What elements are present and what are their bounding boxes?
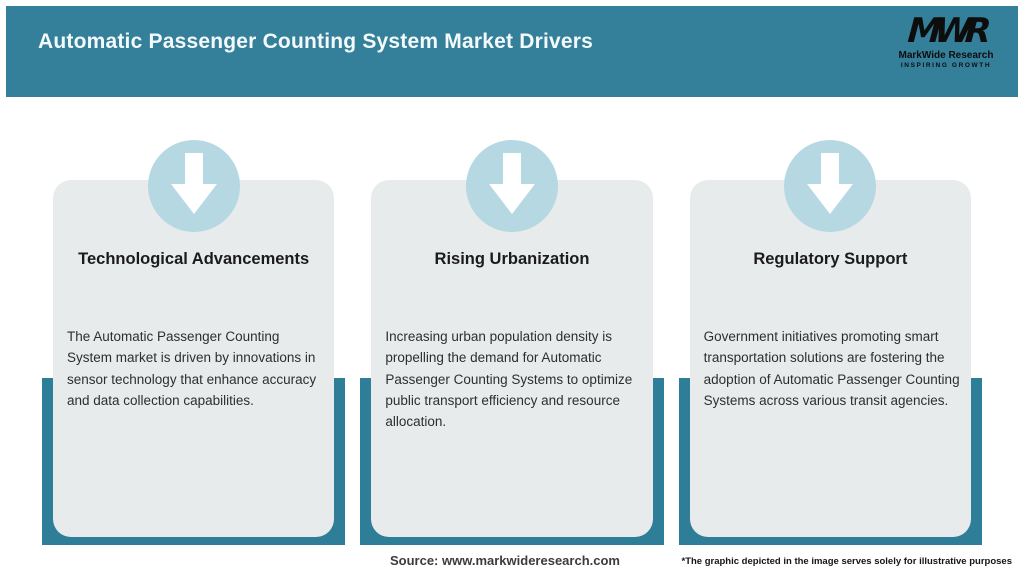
driver-card-rising-urbanization: Rising Urbanization Increasing urban pop… xyxy=(360,140,664,545)
card-title: Rising Urbanization xyxy=(434,250,590,268)
driver-card-regulatory-support: Regulatory Support Government initiative… xyxy=(678,140,982,545)
logo-company-name: MarkWide Research xyxy=(898,50,994,61)
source-attribution: Source: www.markwideresearch.com xyxy=(389,553,620,568)
drivers-row: Technological Advancements The Automatic… xyxy=(42,140,982,545)
header-band: Automatic Passenger Counting System Mark… xyxy=(6,6,1018,97)
card-panel: Technological Advancements The Automatic… xyxy=(53,180,335,537)
card-description: The Automatic Passenger Counting System … xyxy=(67,329,317,408)
markwide-logo: MWR MarkWide Research INSPIRING GROWTH xyxy=(886,11,1006,70)
down-arrow-icon xyxy=(147,140,240,232)
card-title: Technological Advancements xyxy=(78,250,310,268)
page-title: Automatic Passenger Counting System Mark… xyxy=(38,30,593,53)
down-arrow-icon xyxy=(465,140,558,232)
down-arrow-icon xyxy=(784,140,877,232)
card-description: Increasing urban population density is p… xyxy=(385,329,633,430)
card-panel: Regulatory Support Government initiative… xyxy=(689,180,971,537)
card-description: Government initiatives promoting smart t… xyxy=(703,329,960,408)
logo-mark-icon: MWR xyxy=(906,11,986,51)
logo-tagline: INSPIRING GROWTH xyxy=(900,62,992,69)
driver-card-technological-advancements: Technological Advancements The Automatic… xyxy=(42,140,346,545)
disclaimer-note: *The graphic depicted in the image serve… xyxy=(681,556,1013,567)
card-title: Regulatory Support xyxy=(753,250,908,268)
card-panel: Rising Urbanization Increasing urban pop… xyxy=(371,180,653,537)
